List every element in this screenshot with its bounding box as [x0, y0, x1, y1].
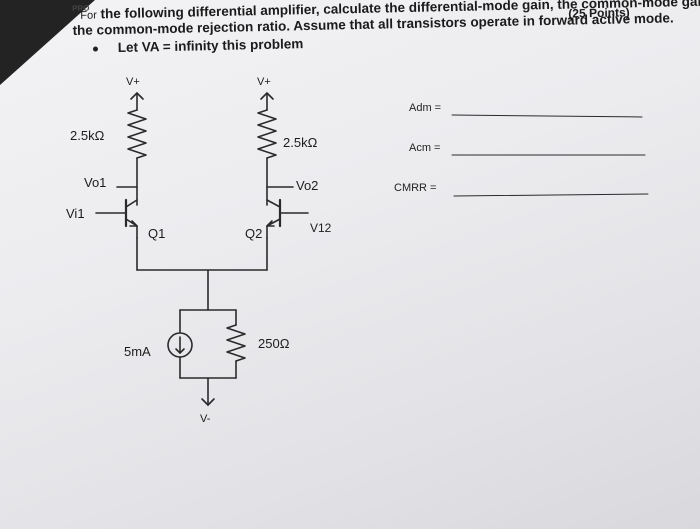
cmrr-answer-line[interactable] — [453, 193, 649, 197]
current-source-arrow-head — [175, 348, 185, 354]
current-source-label: 5mA — [124, 344, 151, 359]
resistor-right — [257, 109, 277, 159]
acm-label: Acm = — [409, 142, 440, 154]
tail-resistor-label: 250Ω — [258, 336, 290, 351]
resistor-left-label: 2.5kΩ — [70, 128, 105, 143]
adm-answer-line[interactable] — [451, 114, 643, 118]
q2-collector — [266, 199, 281, 208]
vplus-left-label: V+ — [126, 76, 140, 88]
vo1-label: Vo1 — [84, 175, 106, 190]
vplus-right-arrow — [260, 92, 274, 100]
q1-label: Q1 — [148, 226, 165, 241]
resistor-tail — [226, 324, 246, 362]
vi1-label: Vi1 — [66, 206, 85, 221]
vo2-label: Vo2 — [296, 178, 318, 193]
resistor-right-label: 2.5kΩ — [283, 135, 318, 150]
vminus-label: V- — [200, 413, 211, 425]
q1-collector — [125, 199, 138, 208]
vi2-label: V12 — [310, 221, 332, 235]
cmrr-label: CMRR = — [394, 182, 436, 194]
vplus-left-arrow — [130, 92, 144, 100]
q2-label: Q2 — [245, 226, 262, 241]
page-corner-shadow — [0, 0, 95, 85]
vminus-arrow — [201, 398, 215, 406]
vplus-right-label: V+ — [257, 76, 271, 88]
resistor-left — [127, 109, 147, 159]
adm-label: Adm = — [409, 102, 441, 114]
